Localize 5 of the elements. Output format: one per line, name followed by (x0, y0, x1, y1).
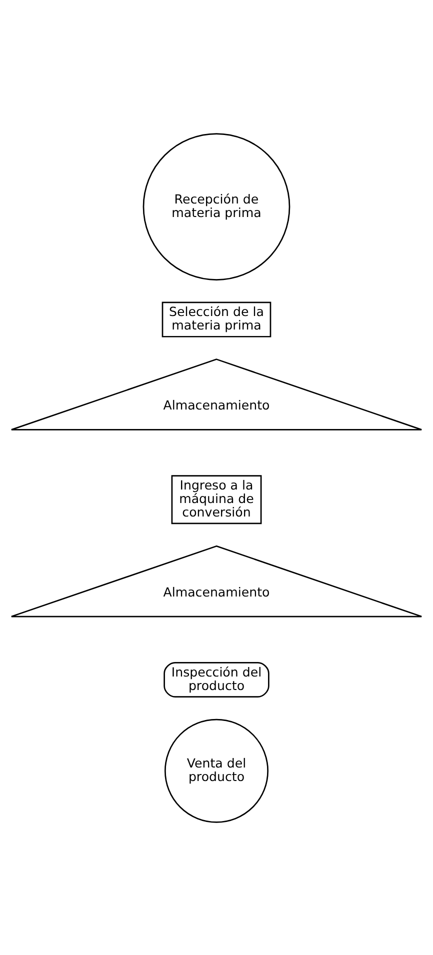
node-box: Ingreso a la máquina de conversión (171, 474, 262, 524)
node-circle: Recepción de materia prima (142, 132, 290, 280)
node-box: Selección de la materia prima (162, 301, 272, 337)
node-circle: Venta del producto (164, 718, 268, 822)
node-box: Inspección del producto (164, 661, 270, 697)
